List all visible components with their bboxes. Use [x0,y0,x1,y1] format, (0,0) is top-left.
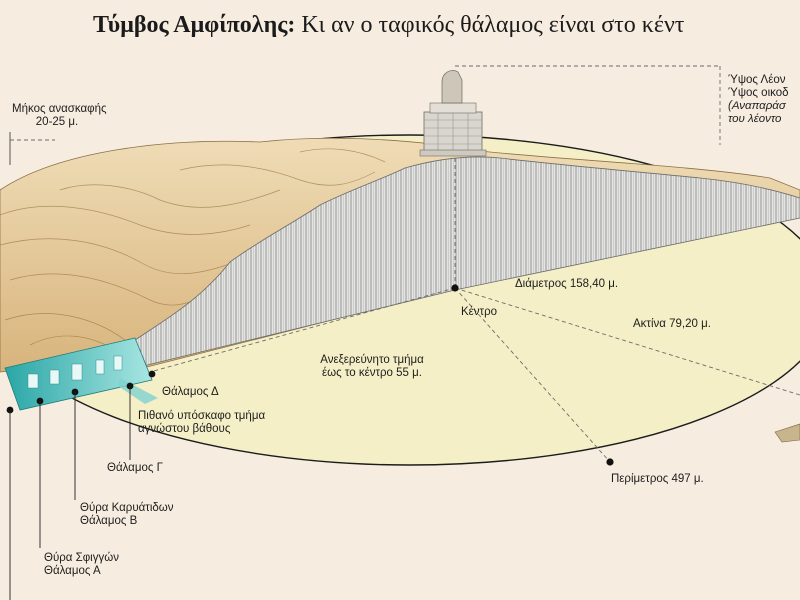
page-title: Τύμβος Αμφίπολης: Κι αν ο ταφικός θάλαμο… [93,10,684,40]
info-line-1: Ύψος Λέον [728,74,786,86]
unexplored-label: Ανεξερεύνητο τμήμα έως το κέντρο 55 μ. [296,354,448,380]
sphinx-label: Θύρα Σφιγγών Θάλαμος Α [44,552,119,578]
chamber-c-label: Θάλαμος Γ [107,462,163,474]
excavation-cut-face [134,156,800,369]
excavation-length-label: Μήκος ανασκαφής 20-25 μ. [12,103,107,129]
caryatids-label: Θύρα Καρυάτιδων Θάλαμος Β [80,502,174,528]
info-line-4: του λέοντο [728,113,782,125]
underground-label: Πιθανό υπόσκαφο τμήμα αγνώστου βάθους [138,410,265,436]
chamber-a-line: Θάλαμος Α [44,565,101,577]
underground-line-1: Πιθανό υπόσκαφο τμήμα [138,410,266,422]
title-bold: Τύμβος Αμφίπολης: [93,12,296,38]
title-rest: Κι αν ο ταφικός θάλαμος είναι στο κέντ [295,12,685,38]
sphinx-door-line: Θύρα Σφιγγών [44,552,119,564]
secondary-dig-marker [774,423,800,443]
diameter-label: Διάμετρος 158,40 μ. [515,278,619,290]
chamber-d-label: Θάλαμος Δ [162,386,219,398]
chamber-b-line: Θάλαμος Β [80,515,138,527]
lion-info-box: Ύψος Λέον Ύψος οικοδ (Αναπαράσ του λέοντ… [728,74,789,126]
tomb-chambers [4,337,158,411]
callout-leaders [9,386,131,600]
lion-monument [419,70,487,157]
caryatids-door-line: Θύρα Καρυάτιδων [80,502,174,514]
info-line-2: Ύψος οικοδ [728,87,789,99]
radius-label: Ακτίνα 79,20 μ. [633,318,711,330]
unexplored-line-2: έως το κέντρο 55 μ. [322,367,422,379]
unexplored-line-1: Ανεξερεύνητο τμήμα [320,354,424,366]
excavation-length-line-1: Μήκος ανασκαφής [12,103,107,115]
underground-line-2: αγνώστου βάθους [138,423,231,435]
info-line-3: (Αναπαράσ [728,100,786,112]
center-label: Κέντρο [461,306,498,318]
perimeter-label: Περίμετρος 497 μ. [611,473,704,485]
callout-dots [6,284,614,466]
excavation-length-line-2: 20-25 μ. [35,116,79,128]
